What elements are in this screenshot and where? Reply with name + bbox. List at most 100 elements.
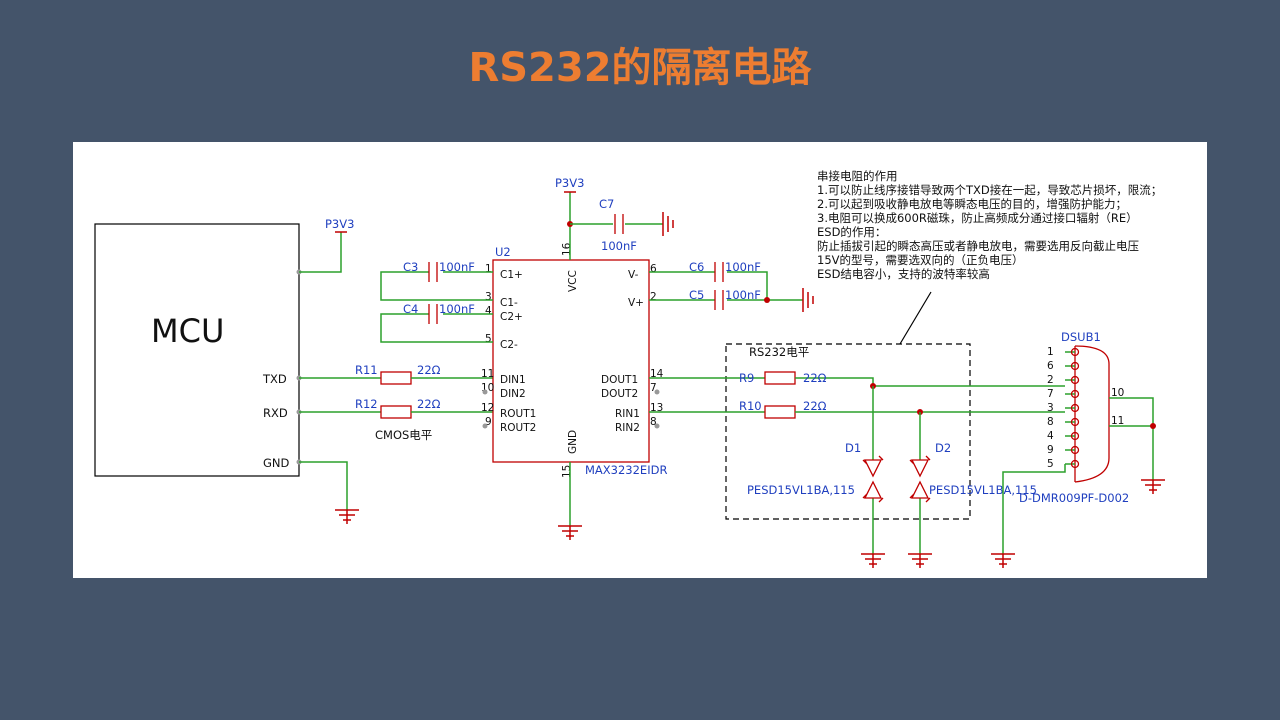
chip-gnd-pin: 15	[561, 465, 573, 478]
pin-name: DOUT1	[601, 374, 638, 386]
dsub-pin-num: 6	[1047, 360, 1054, 372]
d2-esd-diode: D2 PESD15VL1BA,115	[908, 412, 1037, 568]
dsub-pin-num: 7	[1047, 388, 1054, 400]
dsub-ref: DSUB1	[1061, 330, 1101, 344]
d1-esd-diode: D1 PESD15VL1BA,115	[747, 386, 885, 568]
pin-name: C2-	[500, 339, 518, 351]
note-line: 串接电阻的作用	[817, 169, 898, 183]
c4-value: 100nF	[439, 302, 475, 316]
power-label-mcu: P3V3	[325, 217, 354, 231]
pin-num: 5	[485, 333, 492, 345]
slide-title: RS232的隔离电路	[468, 45, 812, 91]
note-line: 防止插拔引起的瞬态高压或者静电放电，需要选用反向截止电压	[817, 239, 1139, 253]
dout1-net: R9 22Ω	[649, 371, 1065, 389]
note-line: ESD结电容小，支持的波特率较高	[817, 267, 990, 281]
chip-vcc-label: VCC	[567, 270, 579, 292]
mcu-power: P3V3	[299, 217, 354, 273]
d1-ref: D1	[845, 441, 861, 455]
c6-ref: C6	[689, 260, 704, 274]
mcu-label: MCU	[151, 312, 224, 350]
mcu-block: MCU TXD RXD GND	[94, 223, 302, 477]
note-line: 1.可以防止线序接错导致两个TXD接在一起，导致芯片损坏，限流；	[817, 183, 1162, 197]
pin-num: 3	[485, 291, 492, 303]
pin-name: V+	[628, 297, 644, 309]
d2-part: PESD15VL1BA,115	[929, 483, 1037, 497]
c7-value: 100nF	[601, 239, 637, 253]
note-line: 15V的型号，需要选双向的（正负电压）	[817, 253, 1024, 267]
pin-num: 9	[485, 416, 492, 428]
rs232-label: RS232电平	[749, 345, 809, 359]
chip-gnd-net	[558, 462, 582, 540]
pin-num: 1	[485, 263, 492, 275]
power-label-chip: P3V3	[555, 176, 584, 190]
dsub-pin-num: 4	[1047, 430, 1054, 442]
notes-annotation: 串接电阻的作用 1.可以防止线序接错导致两个TXD接在一起，导致芯片损坏，限流；…	[817, 169, 1162, 281]
pin-num: 7	[650, 382, 657, 394]
pin-name: ROUT1	[500, 408, 536, 420]
c3-value: 100nF	[439, 260, 475, 274]
dsub-pin-num: 1	[1047, 346, 1054, 358]
pin-num: 13	[650, 402, 663, 414]
chip-vcc-net: P3V3 C7 100nF	[555, 176, 674, 260]
dsub-connector: DSUB1 D-DMR009PF-D002 1 6 2 7 3 8 4 9 5	[991, 330, 1165, 568]
txd-net: R11 22Ω	[299, 363, 493, 385]
schematic-diagram: MCU TXD RXD GND P3V3 R11 22Ω R12 22Ω CMO…	[94, 169, 1165, 568]
pin-name: ROUT2	[500, 422, 536, 434]
pin-name: C1+	[500, 269, 523, 281]
r11-value: 22Ω	[417, 363, 441, 377]
chip-vcc-pin: 16	[561, 242, 573, 256]
r12-value: 22Ω	[417, 397, 441, 411]
r12-ref: R12	[355, 397, 378, 411]
c5-ref: C5	[689, 288, 704, 302]
mcu-pin-rxd: RXD	[263, 406, 288, 420]
pin-name: V-	[628, 269, 639, 281]
pin-name: RIN1	[615, 408, 640, 420]
c3-ref: C3	[403, 260, 418, 274]
pin-name: DIN1	[500, 374, 526, 386]
c5-value: 100nF	[725, 288, 761, 302]
c3-net: C3 100nF	[380, 260, 493, 301]
c6-c5-net: C6 100nF C5 100nF	[649, 260, 814, 312]
note-line: ESD的作用：	[817, 225, 886, 239]
d2-ref: D2	[935, 441, 951, 455]
r11-ref: R11	[355, 363, 378, 377]
pin-num: 4	[485, 305, 492, 317]
r10-value: 22Ω	[803, 399, 827, 413]
dsub-pin-num: 8	[1047, 416, 1054, 428]
mcu-pin-gnd: GND	[263, 456, 290, 470]
rs232-zone: RS232电平	[725, 291, 971, 520]
note-line: 3.电阻可以换成600R磁珠，防止高频成分通过接口辐射（RE）	[817, 211, 1138, 225]
dsub-pin-num: 9	[1047, 444, 1054, 456]
cmos-label: CMOS电平	[375, 428, 432, 442]
chip-part: MAX3232EIDR	[585, 463, 667, 477]
pin-num: 11	[481, 368, 494, 380]
schematic-panel: MCU TXD RXD GND P3V3 R11 22Ω R12 22Ω CMO…	[73, 142, 1207, 578]
c4-net: C4 100nF	[380, 302, 493, 343]
dsub-pin-num: 3	[1047, 402, 1054, 414]
pin-num: 2	[650, 291, 657, 303]
pin-num: 12	[481, 402, 494, 414]
dsub-shell-pin: 11	[1111, 415, 1124, 427]
chip-gnd-label: GND	[567, 430, 579, 454]
rin1-net: R10 22Ω	[649, 399, 1065, 419]
dsub-pin-num: 2	[1047, 374, 1054, 386]
c4-ref: C4	[403, 302, 418, 316]
r9-value: 22Ω	[803, 371, 827, 385]
pin-name: RIN2	[615, 422, 640, 434]
d1-part: PESD15VL1BA,115	[747, 483, 855, 497]
mcu-ground	[299, 461, 359, 524]
pin-num: 14	[650, 368, 664, 380]
rxd-net: R12 22Ω	[299, 397, 493, 419]
pin-name: DOUT2	[601, 388, 638, 400]
dsub-shell-pin: 10	[1111, 387, 1124, 399]
max3232-chip: U2 MAX3232EIDR VCC GND 16 15 1 C1+ 3 C1-…	[481, 242, 667, 478]
r9-ref: R9	[739, 371, 754, 385]
dsub-part: D-DMR009PF-D002	[1019, 491, 1129, 505]
pin-num: 6	[650, 263, 657, 275]
c6-value: 100nF	[725, 260, 761, 274]
pin-name: DIN2	[500, 388, 526, 400]
pin-name: C1-	[500, 297, 518, 309]
mcu-pin-txd: TXD	[262, 372, 287, 386]
dsub-pin-row: 1 6 2 7 3 8 4 9 5	[1047, 346, 1080, 470]
chip-ref: U2	[495, 245, 511, 259]
